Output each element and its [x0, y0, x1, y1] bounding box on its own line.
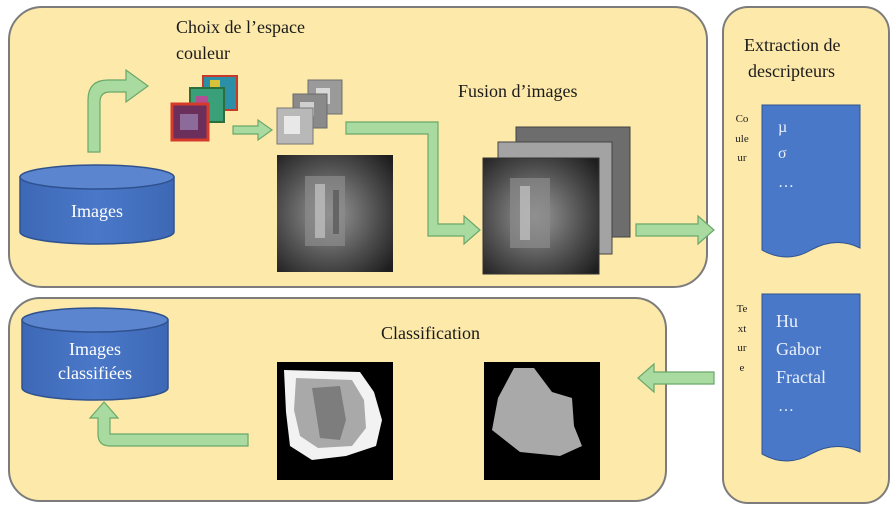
color-descriptors-document-icon [761, 104, 861, 258]
database-images-label: Images [71, 201, 123, 221]
database-classified-images-icon [21, 307, 169, 401]
arrow-db-to-colorspace-icon [87, 68, 150, 153]
color-space-images-icon [170, 75, 238, 142]
colorspace-title-line2: couleur [176, 43, 230, 63]
segmented-image-icon [277, 362, 393, 480]
fusion-title: Fusion d’images [458, 81, 578, 101]
classified-image-icon [484, 362, 600, 480]
arrow-fusion-to-extraction-icon [635, 214, 715, 246]
arrow-to-channels-icon [232, 118, 274, 142]
colorspace-title-line1: Choix de l’espace [176, 17, 305, 37]
channel-images-icon [276, 79, 343, 145]
descriptor-fractal: Fractal [776, 367, 826, 387]
descriptor-sigma: σ [778, 145, 787, 162]
descriptor-texture-ellipsis: … [778, 398, 794, 415]
classification-title: Classification [381, 323, 480, 343]
descriptor-color-ellipsis: … [778, 174, 794, 191]
arrow-classification-to-db-icon [88, 401, 249, 447]
database-images-icon [19, 164, 175, 245]
arrow-extraction-to-classification-icon [637, 362, 715, 394]
descriptor-gabor: Gabor [776, 339, 821, 359]
couleur-vertical-label: Couleur [735, 113, 749, 164]
texture-descriptors-document-icon [761, 293, 861, 462]
descriptor-mu: µ [778, 119, 788, 136]
fused-images-icon [482, 126, 631, 275]
arrow-channels-to-fusion-icon [345, 121, 481, 246]
descriptor-hu: Hu [776, 311, 798, 331]
extraction-title-line2: descripteurs [748, 61, 835, 81]
texture-vertical-label: Texture [736, 303, 748, 374]
extraction-title-line1: Extraction de [744, 35, 841, 55]
classified-db-label-line1: Images [69, 339, 121, 359]
classified-db-label-line2: classifiées [58, 363, 132, 383]
descriptor-extraction-panel [722, 6, 890, 504]
grayscale-image-icon [277, 155, 393, 272]
